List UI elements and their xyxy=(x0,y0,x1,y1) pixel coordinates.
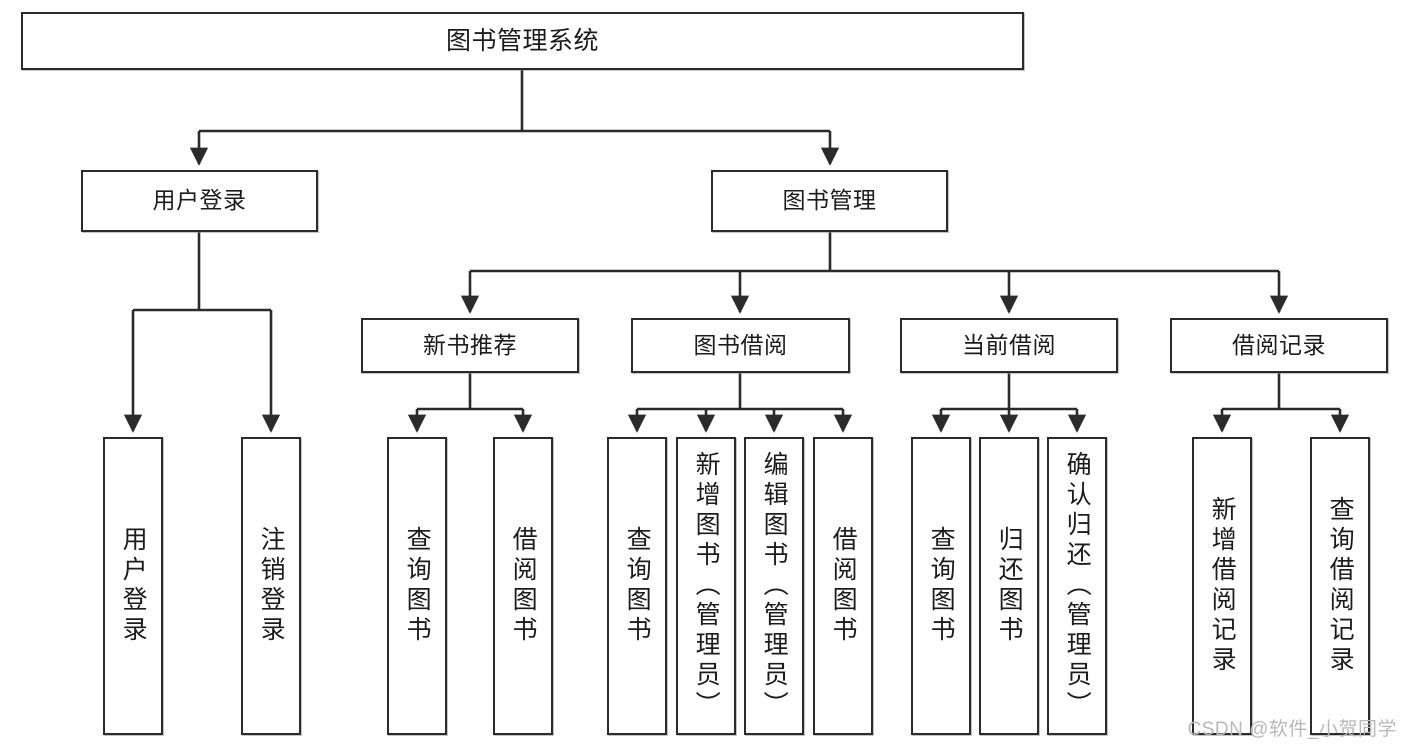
node-label: 查询图书 xyxy=(623,526,652,646)
node-book-management[interactable]: 图书管理 xyxy=(711,170,948,232)
leaf-user-login[interactable]: 用户登录 xyxy=(103,437,163,735)
node-label: 归还图书 xyxy=(995,526,1024,646)
node-label: 用户登录 xyxy=(119,526,148,646)
node-label: 注销登录 xyxy=(257,526,286,646)
leaf-edit-book-admin[interactable]: 编辑图书（管理员） xyxy=(744,437,804,735)
node-label: 查询借阅记录 xyxy=(1326,496,1355,676)
leaf-query-book-borrow[interactable]: 查询图书 xyxy=(607,437,667,735)
node-label: 查询图书 xyxy=(403,526,432,646)
node-label: 借阅记录 xyxy=(1232,331,1326,358)
node-book-borrow[interactable]: 图书借阅 xyxy=(631,318,850,373)
node-label: 新增借阅记录 xyxy=(1208,496,1237,676)
node-label: 借阅图书 xyxy=(829,526,858,646)
node-user-login[interactable]: 用户登录 xyxy=(81,170,318,232)
node-label: 编辑图书（管理员） xyxy=(760,451,789,721)
leaf-add-borrow-record[interactable]: 新增借阅记录 xyxy=(1192,437,1252,735)
node-current-borrow[interactable]: 当前借阅 xyxy=(900,318,1118,373)
leaf-query-borrow-record[interactable]: 查询借阅记录 xyxy=(1310,437,1370,735)
node-new-book-recommend[interactable]: 新书推荐 xyxy=(361,318,579,373)
leaf-confirm-return-admin[interactable]: 确认归还（管理员） xyxy=(1047,437,1107,735)
node-label: 借阅图书 xyxy=(509,526,538,646)
leaf-borrow-book-recommend[interactable]: 借阅图书 xyxy=(493,437,553,735)
node-label: 确认归还（管理员） xyxy=(1063,451,1092,721)
leaf-query-book-recommend[interactable]: 查询图书 xyxy=(387,437,447,735)
node-label: 查询图书 xyxy=(927,526,956,646)
node-label: 图书管理 xyxy=(782,187,877,214)
leaf-query-book-current[interactable]: 查询图书 xyxy=(911,437,971,735)
node-label: 新增图书（管理员） xyxy=(692,451,721,721)
node-label: 用户登录 xyxy=(152,187,247,214)
node-label: 图书管理系统 xyxy=(445,27,599,55)
leaf-logout[interactable]: 注销登录 xyxy=(241,437,301,735)
node-label: 新书推荐 xyxy=(423,331,517,358)
leaf-add-book-admin[interactable]: 新增图书（管理员） xyxy=(676,437,736,735)
node-label: 当前借阅 xyxy=(962,331,1056,358)
leaf-borrow-book[interactable]: 借阅图书 xyxy=(813,437,873,735)
node-borrow-records[interactable]: 借阅记录 xyxy=(1170,318,1388,373)
leaf-return-book[interactable]: 归还图书 xyxy=(979,437,1039,735)
node-label: 图书借阅 xyxy=(693,331,788,358)
node-root-system[interactable]: 图书管理系统 xyxy=(21,12,1024,70)
